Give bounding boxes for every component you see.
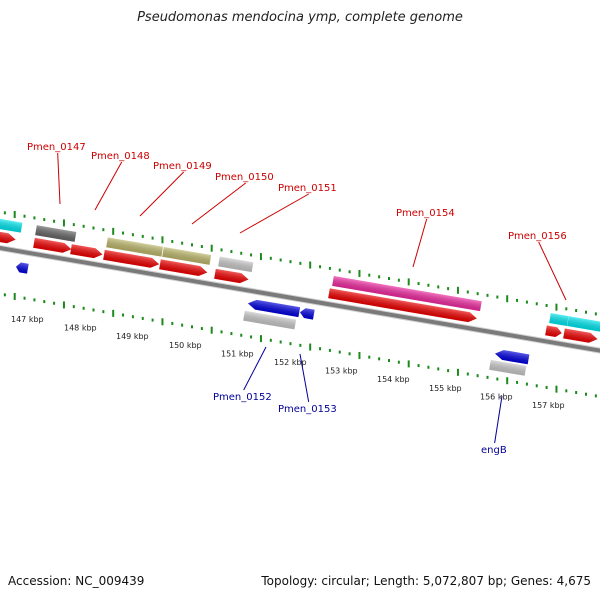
kbp-label: 147 kbp <box>11 315 44 324</box>
reverse-cds-pmen-0153 <box>300 308 315 320</box>
gene-bar-engb <box>489 359 527 376</box>
forward-cds-3-shading <box>103 249 160 268</box>
leader-pmen-0147 <box>57 152 61 205</box>
leader-pmen-0152 <box>243 346 267 391</box>
forward-cds-7-shading <box>545 325 562 338</box>
leader-engb <box>494 395 503 444</box>
reverse-strand-ticks <box>3 293 597 398</box>
gene-label-pmen-0152: Pmen_0152 <box>213 392 272 403</box>
kbp-label: 151 kbp <box>221 349 254 358</box>
leader-pmen-0154 <box>412 218 428 268</box>
kbp-label: 153 kbp <box>325 367 358 376</box>
gene-label-pmen-0148: Pmen_0148 <box>91 151 150 162</box>
forward-cds-2 <box>70 244 103 259</box>
forward-cds-5 <box>214 268 249 284</box>
forward-cds-3 <box>103 249 160 268</box>
gene-bar-pmen-0149 <box>106 237 164 257</box>
forward-cds-6-shading <box>328 288 477 323</box>
gene-bar-pmen-0154 <box>332 276 482 312</box>
reverse-cds-engb-shading <box>495 350 530 365</box>
gene-bar-pmen-0150-shading <box>162 246 212 265</box>
forward-cds-0-shading <box>0 230 16 244</box>
gene-labels: Pmen_0147Pmen_0148Pmen_0149Pmen_0150Pmen… <box>27 142 567 456</box>
gene-bar-pmen-0151-shading <box>218 256 254 273</box>
leader-pmen-0153 <box>299 353 310 403</box>
gene-bar-pmen-0149-shading <box>106 237 164 257</box>
kbp-label: 148 kbp <box>64 324 97 333</box>
gene-label-pmen-0147: Pmen_0147 <box>27 142 86 153</box>
gene-bar-cyan-right-a <box>549 313 569 327</box>
forward-cds-1-shading <box>33 237 72 253</box>
backbone-line <box>0 245 600 353</box>
leader-pmen-0149 <box>139 171 185 217</box>
gene-label-engb: engB <box>481 445 507 456</box>
gene-features <box>0 217 600 376</box>
forward-strand-ticks <box>3 211 597 316</box>
reverse-cds-0 <box>16 262 29 274</box>
reverse-cds-0-shading <box>16 262 29 274</box>
reverse-cds-pmen-0152-shading <box>248 299 301 318</box>
reverse-cds-pmen-0153-shading <box>300 308 315 320</box>
forward-cds-4-shading <box>159 259 208 277</box>
topology-text: Topology: circular; Length: 5,072,807 bp… <box>261 574 591 588</box>
gene-bar-pmen-0151 <box>218 256 254 273</box>
leader-pmen-0148 <box>94 161 123 211</box>
forward-cds-7 <box>545 325 562 338</box>
accession-text: Accession: NC_009439 <box>8 574 145 588</box>
gene-bar-pmen-0154-shading <box>332 276 482 312</box>
gene-bar-cyan-right-a-shading <box>549 313 569 327</box>
gene-label-pmen-0156: Pmen_0156 <box>508 231 567 242</box>
reverse-cds-engb <box>495 350 530 365</box>
gene-bar-engb-shading <box>489 359 527 376</box>
gene-bar-cyan-right-b <box>567 316 600 332</box>
gene-bar-cyan-left-shading <box>0 217 23 233</box>
forward-cds-2-shading <box>70 244 103 259</box>
gene-label-pmen-0149: Pmen_0149 <box>153 161 212 172</box>
gene-bar-pmen-0147-shading <box>35 225 77 242</box>
kbp-label: 152 kbp <box>274 358 307 367</box>
kbp-label: 150 kbp <box>169 341 202 350</box>
forward-cds-8-shading <box>563 328 598 343</box>
reverse-cds-pmen-0152 <box>248 299 301 318</box>
kbp-label: 157 kbp <box>532 401 565 410</box>
forward-cds-6 <box>328 288 477 323</box>
leader-pmen-0156 <box>538 241 567 301</box>
kbp-label: 156 kbp <box>480 392 513 401</box>
kbp-label: 155 kbp <box>429 384 462 393</box>
label-leader-lines <box>57 152 567 444</box>
gene-label-pmen-0154: Pmen_0154 <box>396 208 455 219</box>
kbp-label: 149 kbp <box>116 332 149 341</box>
forward-cds-0 <box>0 230 16 244</box>
gene-label-pmen-0153: Pmen_0153 <box>278 404 337 415</box>
gene-bar-pmen-0150 <box>162 246 212 265</box>
genome-backbone <box>0 244 600 354</box>
map-title: Pseudomonas mendocina ymp, complete geno… <box>137 10 463 25</box>
gene-bar-cyan-right-b-shading <box>567 316 600 332</box>
forward-cds-8 <box>563 328 598 343</box>
leader-pmen-0151 <box>239 193 309 234</box>
gene-bar-cyan-left <box>0 217 23 233</box>
gene-label-pmen-0151: Pmen_0151 <box>278 183 337 194</box>
gene-bar-pmen-0152 <box>243 310 297 330</box>
tick-marks <box>3 211 597 398</box>
forward-cds-4 <box>159 259 208 277</box>
gene-bar-pmen-0152-shading <box>243 310 297 330</box>
gene-label-pmen-0150: Pmen_0150 <box>215 172 274 183</box>
kbp-axis-labels: 147 kbp 148 kbp 149 kbp 150 kbp 151 kbp 152 k… <box>11 315 565 410</box>
forward-cds-5-shading <box>214 268 249 284</box>
kbp-label: 154 kbp <box>377 375 410 384</box>
forward-cds-1 <box>33 237 72 253</box>
leader-pmen-0150 <box>191 182 246 225</box>
gene-bar-pmen-0147 <box>35 225 77 242</box>
